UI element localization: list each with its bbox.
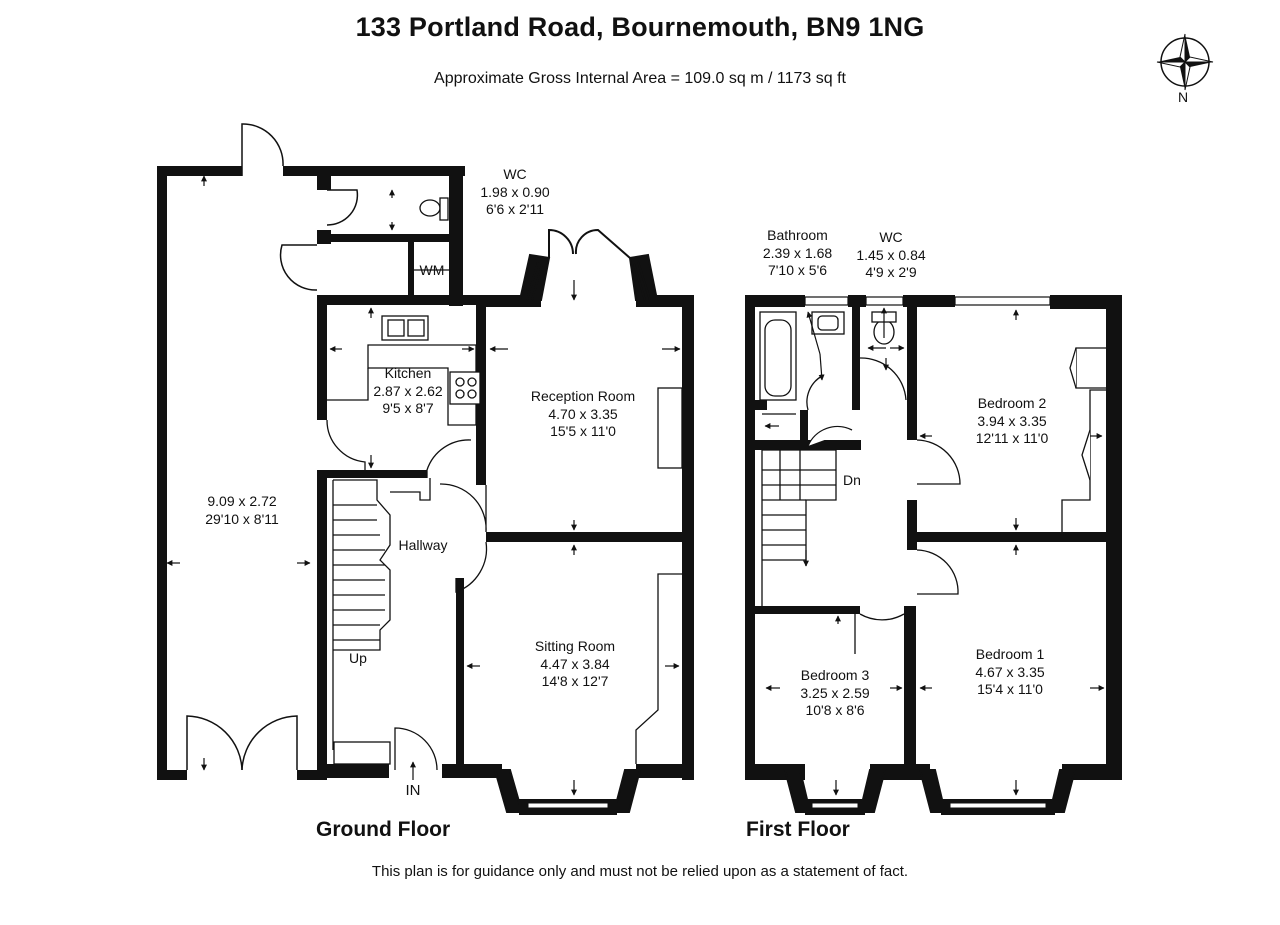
disclaimer: This plan is for guidance only and must … (371, 863, 909, 880)
ff-wc-label: WC 1.45 x 0.84 4'9 x 2'9 (846, 229, 936, 282)
gf-stairs-up-label: Up (349, 650, 367, 666)
bedroom3-imperial: 10'8 x 8'6 (805, 702, 865, 718)
reception-imperial: 15'5 x 11'0 (550, 423, 616, 439)
bedroom3-name: Bedroom 3 (800, 667, 870, 683)
ff-dimension-arrows (764, 307, 1105, 796)
wm-label: WM (416, 262, 448, 280)
garage-doors (186, 123, 359, 771)
ground-floor-label: Ground Floor (316, 818, 451, 841)
gf-wc-name: WC (503, 166, 527, 182)
kitchen-label: Kitchen 2.87 x 2.62 9'5 x 8'7 (360, 365, 456, 418)
ff-wc-metric: 1.45 x 0.84 (856, 246, 926, 263)
ff-fixtures (759, 311, 1106, 654)
ff-wc-name: WC (879, 229, 903, 245)
hallway-label: Hallway (388, 537, 458, 555)
bedroom1-metric: 4.67 x 3.35 (975, 663, 1045, 680)
page-title: 133 Portland Road, Bournemouth, BN9 1NG (355, 12, 925, 42)
bathroom-metric: 2.39 x 1.68 (762, 244, 833, 261)
kitchen-metric: 2.87 x 2.62 (373, 382, 443, 399)
ff-stairs-down-label: Dn (843, 472, 861, 488)
bedroom1-name: Bedroom 1 (975, 646, 1045, 662)
ff-windows (804, 296, 1051, 306)
kitchen-imperial: 9'5 x 8'7 (382, 400, 434, 416)
sitting-imperial: 14'8 x 12'7 (541, 673, 609, 689)
bedroom1-imperial: 15'4 x 11'0 (977, 681, 1043, 697)
first-floor-walls (745, 295, 1122, 780)
sitting-name: Sitting Room (534, 638, 616, 654)
gf-wc-imperial: 6'6 x 2'11 (485, 201, 545, 217)
reception-name: Reception Room (530, 388, 636, 404)
garage-room-label: 9.09 x 2.72 29'10 x 8'11 (182, 493, 302, 528)
gf-wc-metric: 1.98 x 0.90 (480, 183, 550, 200)
entrance-label: IN (405, 782, 421, 799)
gf-fixtures (327, 197, 683, 765)
gf-dimension-arrows (166, 175, 681, 796)
reception-metric: 4.70 x 3.35 (548, 405, 618, 422)
garage-metric: 9.09 x 2.72 (207, 493, 277, 509)
ff-bays (783, 769, 1077, 815)
bathroom-label: Bathroom 2.39 x 1.68 7'10 x 5'6 (755, 227, 840, 280)
bedroom3-metric: 3.25 x 2.59 (800, 684, 870, 701)
gf-wc-label: WC 1.98 x 0.90 6'6 x 2'11 (460, 166, 570, 219)
compass-north-label: N (1178, 89, 1189, 105)
bedroom3-label: Bedroom 3 3.25 x 2.59 10'8 x 8'6 (785, 667, 885, 720)
ff-wc-imperial: 4'9 x 2'9 (865, 264, 917, 280)
reception-label: Reception Room 4.70 x 3.35 15'5 x 11'0 (515, 388, 651, 441)
bedroom2-imperial: 12'11 x 11'0 (975, 430, 1049, 446)
hallway-name: Hallway (398, 537, 448, 553)
sitting-metric: 4.47 x 3.84 (540, 655, 610, 672)
sitting-bay (493, 769, 642, 815)
bedroom2-metric: 3.94 x 3.35 (977, 412, 1047, 429)
garage-imperial: 29'10 x 8'11 (205, 510, 279, 527)
bathroom-imperial: 7'10 x 5'6 (767, 262, 828, 278)
sitting-label: Sitting Room 4.47 x 3.84 14'8 x 12'7 (520, 638, 630, 691)
gf-stairs (326, 419, 488, 771)
compass-icon (1156, 33, 1214, 91)
reception-bay (518, 228, 659, 301)
bathroom-name: Bathroom (767, 227, 828, 243)
bedroom2-name: Bedroom 2 (977, 395, 1047, 411)
wm-text: WM (419, 262, 445, 278)
first-floor-label: First Floor (746, 818, 850, 841)
kitchen-name: Kitchen (384, 365, 432, 381)
bedroom2-label: Bedroom 2 3.94 x 3.35 12'11 x 11'0 (962, 395, 1062, 448)
bedroom1-label: Bedroom 1 4.67 x 3.35 15'4 x 11'0 (955, 646, 1065, 699)
gross-area: Approximate Gross Internal Area = 109.0 … (434, 70, 846, 87)
